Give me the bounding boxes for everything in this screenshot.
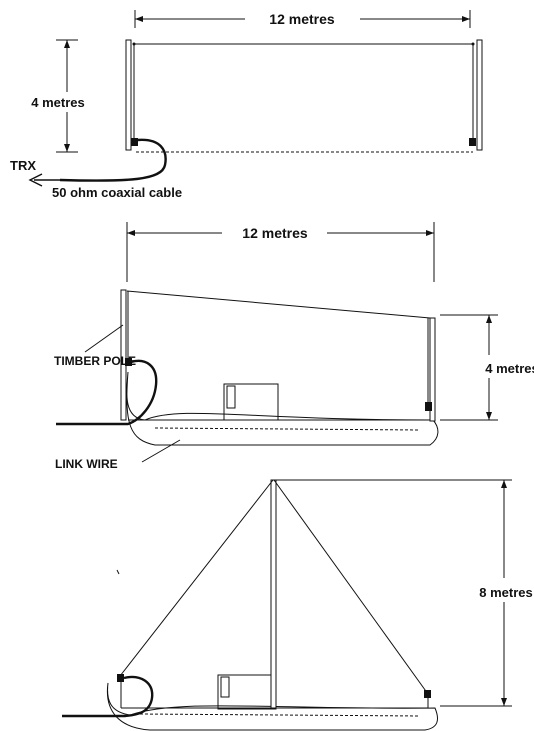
coax-feed-2 bbox=[56, 359, 158, 426]
timber-pole-right-2 bbox=[429, 317, 436, 422]
central-mast bbox=[270, 479, 277, 710]
insulator-right-2 bbox=[425, 402, 432, 411]
coax-label: 50 ohm coaxial cable bbox=[52, 185, 182, 200]
link-wire-leader bbox=[141, 439, 181, 463]
left-pole bbox=[125, 39, 132, 151]
link-wire-label: LINK WIRE bbox=[55, 457, 118, 471]
height-dimension-2: 4 metres bbox=[440, 314, 534, 421]
height-dimension-1: 4 metres bbox=[31, 39, 85, 153]
loop-wire-2 bbox=[125, 290, 432, 431]
loop-wire-3 bbox=[117, 479, 431, 717]
width-dimension-2: 12 metres bbox=[126, 222, 435, 282]
trx-label: TRX bbox=[10, 158, 36, 173]
panel-3-delta-loop: 8 metres bbox=[62, 479, 533, 731]
insulator-right-3 bbox=[424, 690, 431, 698]
house-3 bbox=[217, 674, 273, 710]
right-pole bbox=[476, 39, 483, 151]
timber-pole-leader bbox=[84, 324, 124, 353]
link-wire-3 bbox=[139, 713, 421, 717]
loop-wire-1 bbox=[131, 42, 476, 153]
house-door-3 bbox=[220, 676, 230, 698]
height-dimension-3: 8 metres bbox=[276, 479, 533, 707]
width-label-2: 12 metres bbox=[242, 225, 308, 241]
insulator-left-1 bbox=[131, 138, 138, 146]
insulator-left-2 bbox=[125, 358, 132, 366]
coax-feed-3 bbox=[62, 675, 154, 718]
timber-pole-left-2 bbox=[120, 289, 127, 421]
timber-pole-label: TIMBER POLE bbox=[54, 354, 136, 368]
width-dimension-1: 12 metres bbox=[134, 10, 471, 28]
width-label-1: 12 metres bbox=[269, 11, 335, 27]
coax-feed-1: TRX 50 ohm coaxial cable bbox=[10, 138, 182, 200]
insulator-left-3 bbox=[117, 674, 124, 682]
panel-2-sloped-loop: 12 metres 4 metres bbox=[54, 222, 534, 471]
panel-1-rectangular-loop: 12 metres 4 metres bbox=[10, 10, 483, 200]
height-label-1: 4 metres bbox=[31, 95, 84, 110]
height-label-2: 4 metres bbox=[485, 361, 534, 376]
house-door-2 bbox=[226, 385, 236, 409]
height-label-3: 8 metres bbox=[479, 585, 532, 600]
ground-outline-2 bbox=[126, 371, 439, 446]
insulator-right-1 bbox=[469, 138, 476, 146]
link-wire-2 bbox=[154, 427, 421, 431]
stray-mark bbox=[116, 569, 120, 575]
